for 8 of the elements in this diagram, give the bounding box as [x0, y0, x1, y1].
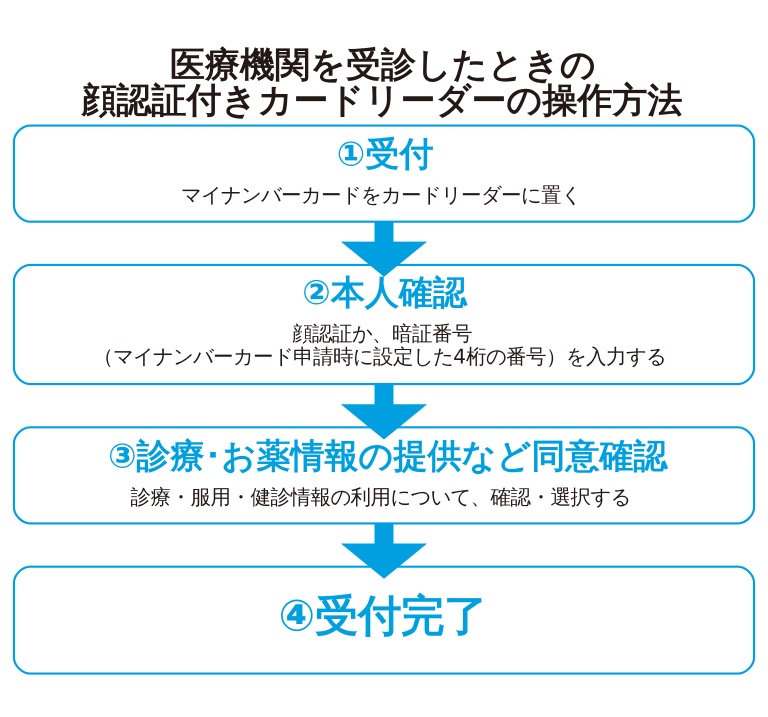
node-box: ②本人確認 顔認証か、暗証番号（マイナンバーカード申請時に設定した4桁の番号）を入力する	[12, 263, 756, 385]
arrow	[340, 384, 428, 440]
node-box: ④受付完了	[12, 565, 756, 674]
arrow	[340, 221, 428, 276]
node-box: ③診療･お薬情報の提供など同意確認 診療・服用・健診情報の利用について、確認・選択する	[12, 426, 756, 524]
node-box: ①受付 マイナンバーカードをカードリーダーに置く	[12, 124, 756, 222]
diagram-title: 医療機関を受診したときの顔認証付きカードリーダーの操作方法	[82, 44, 683, 120]
arrow	[340, 523, 428, 578]
